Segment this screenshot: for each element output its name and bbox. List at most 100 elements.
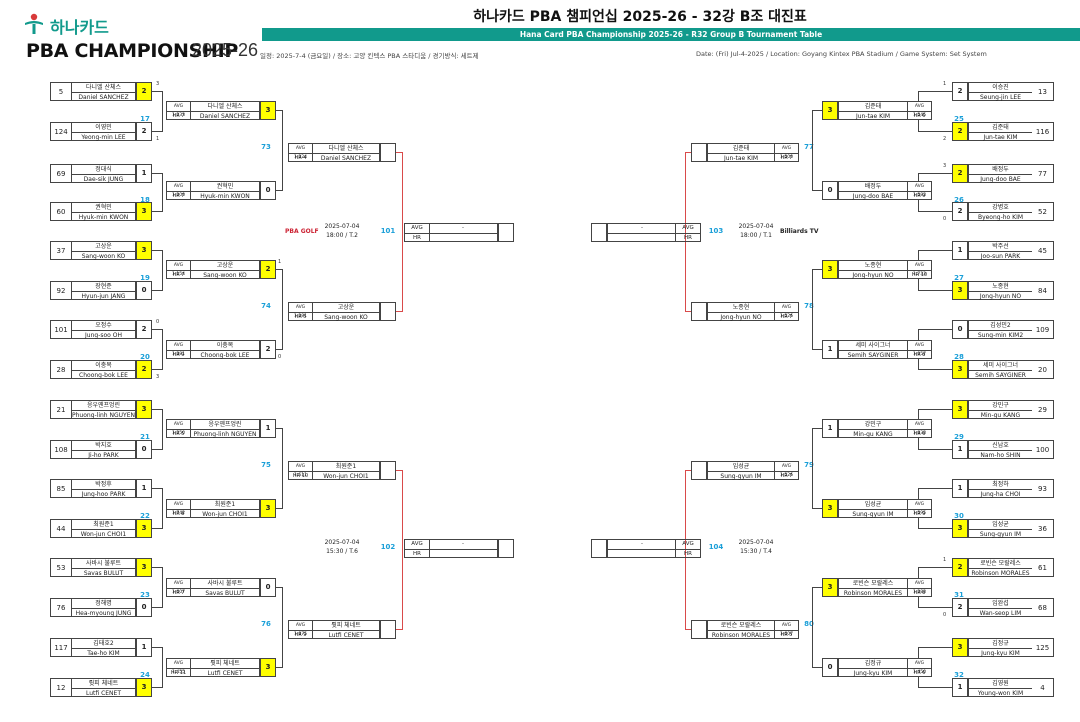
bracket-line [685,629,691,630]
pba-championship-title: PBA CHAMPIONSHIP [26,40,239,62]
player-avg: AVG 1.611 [289,462,312,478]
player-score: 2 [260,260,276,279]
bracket-line [162,488,163,529]
player-score: 0 [136,598,152,617]
player-name-kr: 사바시 불루트 [191,579,259,589]
player-name-en: Min-gu KANG [853,431,893,438]
player-name-kr: 박지호 [72,441,135,451]
player-name-en: Robinson MORALES [971,570,1030,577]
player-name-en: Young-won KIM [977,690,1024,697]
final-avg-label: AVG [405,540,429,550]
player-name-en: Won-jun CHOI1 [80,531,127,538]
set-score: 0 [943,216,947,222]
player-name-en: Sang-woon KO [324,314,368,321]
final-avg-label: AVG [405,224,429,234]
bracket-line [685,152,691,153]
player-name-kr: 정해명 [72,599,135,609]
match-number: 77 [804,143,814,151]
player-seed: 12 [50,678,72,697]
match-number: 104 [708,543,724,551]
player-name-en: Nam-ho SHIN [980,452,1021,459]
player-score: 0 [136,281,152,300]
player-score: 0 [822,181,838,200]
player-score [691,143,707,162]
player-avg: AVG 1.500 [775,144,798,160]
player-hr: HR 5 [172,431,185,437]
player-avg: AVG 1.283 [908,579,931,595]
player-name-kr: 노종현 [969,282,1032,292]
player-name-kr: 임성균 [969,520,1032,530]
player-name-en: Sung-gyun IM [852,511,894,518]
final-score [591,223,607,242]
player-score: 1 [822,340,838,359]
player-name-en: Wan-seop LIM [979,610,1022,617]
final-score [498,539,514,558]
player-score: 2 [952,598,968,617]
match-number: 27 [954,274,964,282]
match-number: 29 [954,433,964,441]
player-hr: HR 9 [172,352,185,358]
bracket-line [282,269,283,350]
player-score: 0 [260,181,276,200]
bracket-line [152,211,162,212]
match-date: 2025-07-04 [324,223,360,230]
match-date: 2025-07-04 [324,539,360,546]
player-name-kr: 김정규 [839,659,907,669]
player-seed: 13 [1032,82,1054,101]
player-name-en: Sung-min KIM2 [977,332,1024,339]
player-name-kr: 김태호2 [72,639,135,649]
bracket-line [152,91,162,92]
match-date: 2025-07-04 [738,223,774,230]
player-seed: 36 [1032,519,1054,538]
bracket-line [282,587,283,668]
player-score: 1 [136,638,152,657]
player-name-en: Hyun-jun JANG [81,293,126,300]
final-player-name: - [608,540,676,550]
player-name-en: Jung-hoo PARK [81,491,126,498]
bracket-line [918,91,952,92]
player-seed: 101 [50,320,72,339]
player-name-en: Dae-sik JUNG [83,176,124,183]
player-name-kr: 김정규 [969,639,1032,649]
bracket-line [402,470,403,630]
player-name-en: Jong-hyun NO [852,272,894,279]
player-name-kr: 다니엘 산체스 [313,144,379,154]
final-player: - [429,540,497,557]
bracket-line [685,152,686,312]
player-name-en: Choong-bok LEE [200,352,250,359]
match-number: 32 [954,671,964,679]
sponsor-logo-right: Billiards TV [780,228,819,235]
bracket-line [152,409,162,410]
bracket-line [162,567,163,608]
player-name-en: Jung-doo BAE [852,193,894,200]
player-name-kr: 김영원 [969,679,1032,689]
